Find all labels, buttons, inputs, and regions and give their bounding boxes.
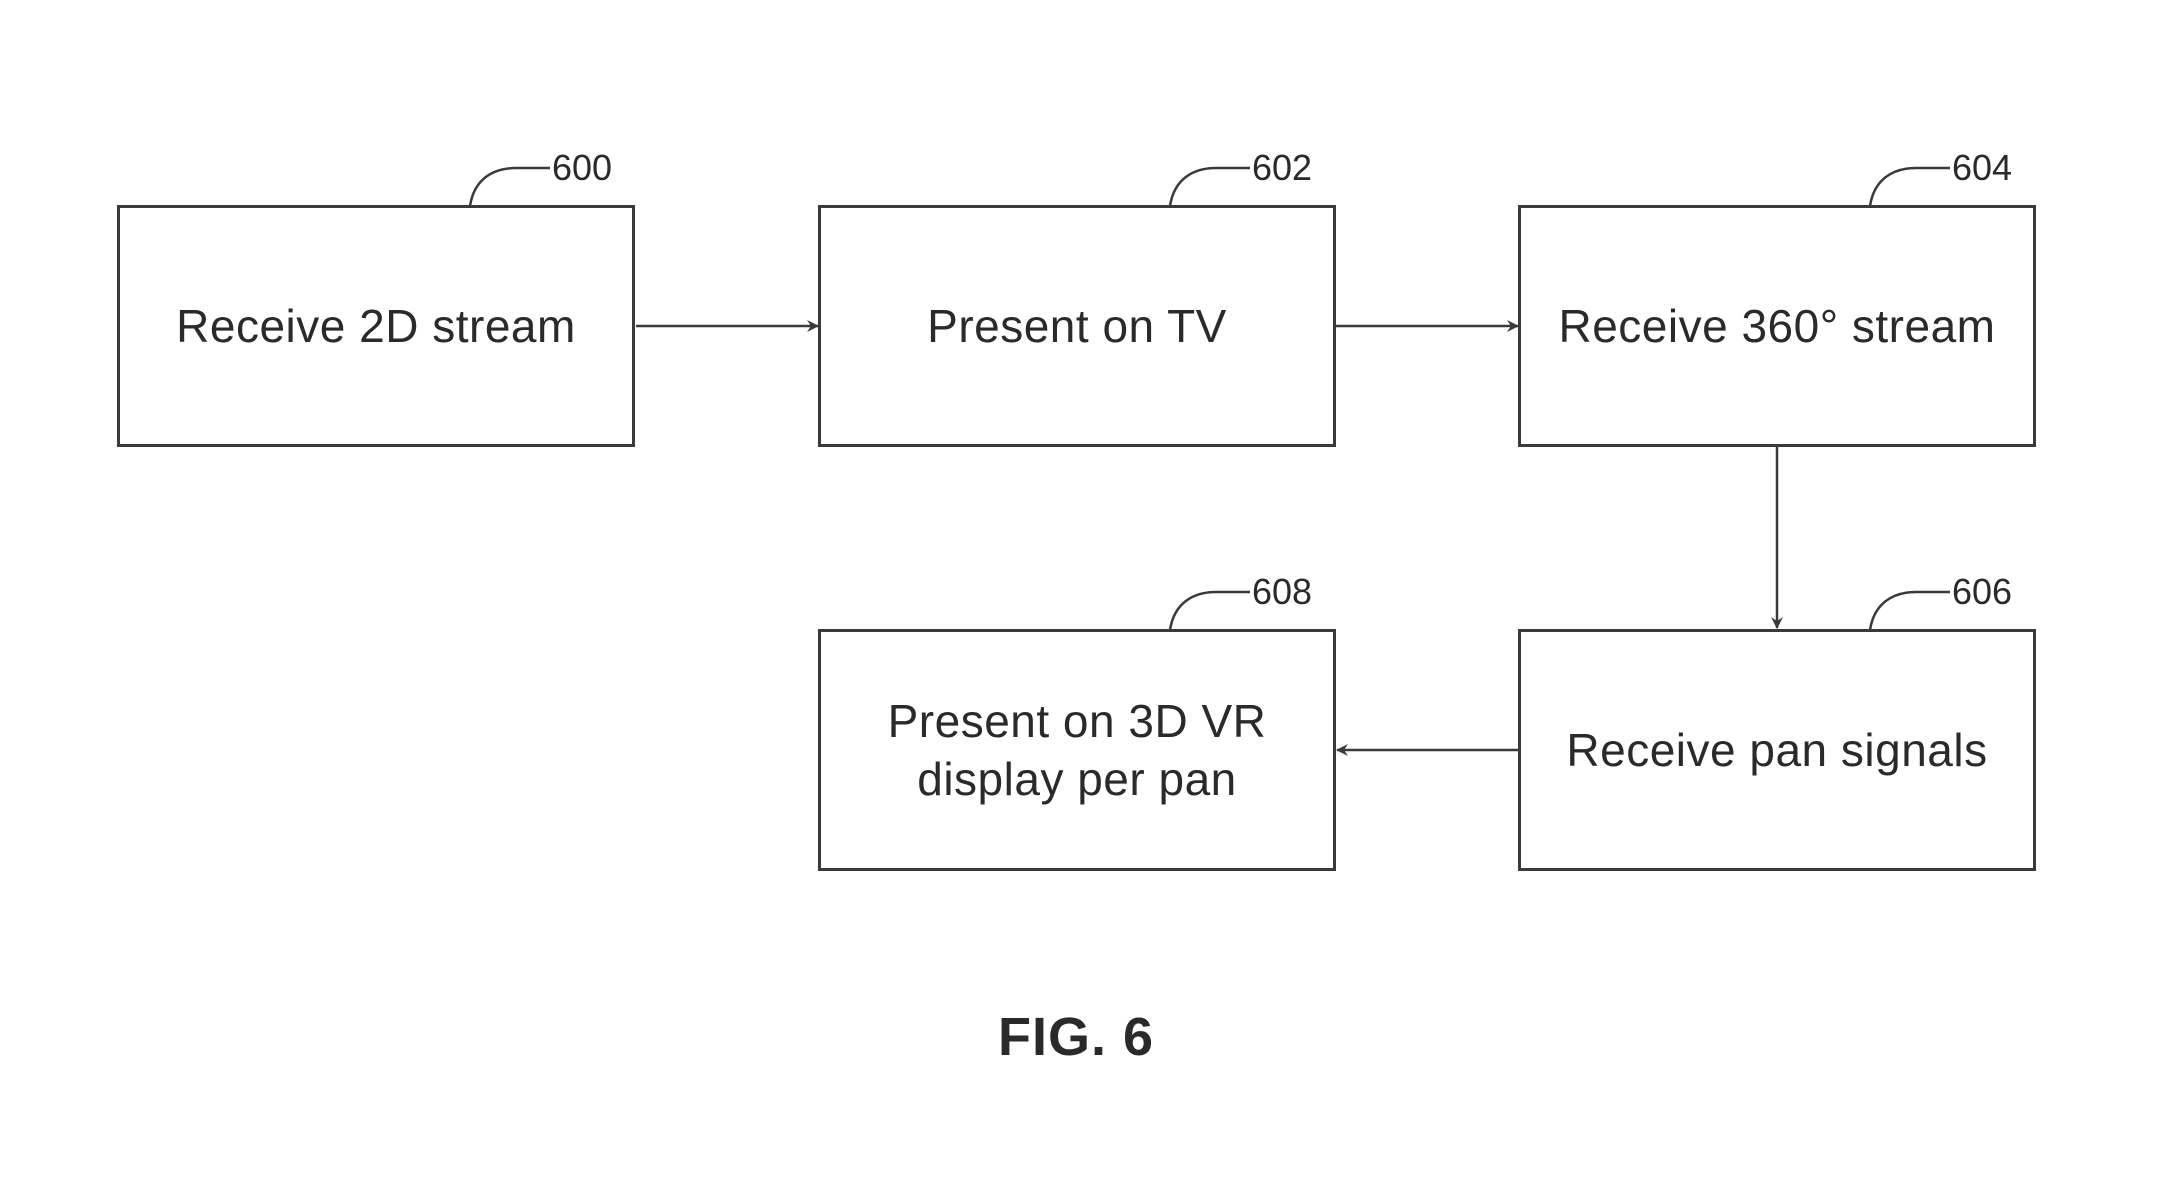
ref-numeral-608: 608 [1252,571,1313,612]
leader-line-608 [1168,590,1250,631]
step-label-604: Receive 360° stream [1558,300,1996,352]
ref-numeral-604: 604 [1952,147,2013,188]
leader-line-602 [1168,166,1250,207]
step-box-602: Present on TV [818,205,1336,447]
step-label-608: Present on 3D VR display per pan [887,695,1267,805]
figure-caption: FIG. 6 [998,1007,1155,1067]
step-label-606: Receive pan signals [1566,724,1988,776]
ref-numeral-600: 600 [552,147,613,188]
step-box-606: Receive pan signals [1518,629,2036,871]
ref-numeral-606: 606 [1952,571,2013,612]
step-box-608: Present on 3D VR display per pan [818,629,1336,871]
leader-line-606 [1868,590,1950,631]
step-label-602: Present on TV [927,300,1227,352]
leader-line-600 [468,166,550,207]
step-label-600: Receive 2D stream [176,300,576,352]
ref-numeral-602: 602 [1252,147,1313,188]
leader-line-604 [1868,166,1950,207]
step-box-604: Receive 360° stream [1518,205,2036,447]
step-box-600: Receive 2D stream [117,205,635,447]
